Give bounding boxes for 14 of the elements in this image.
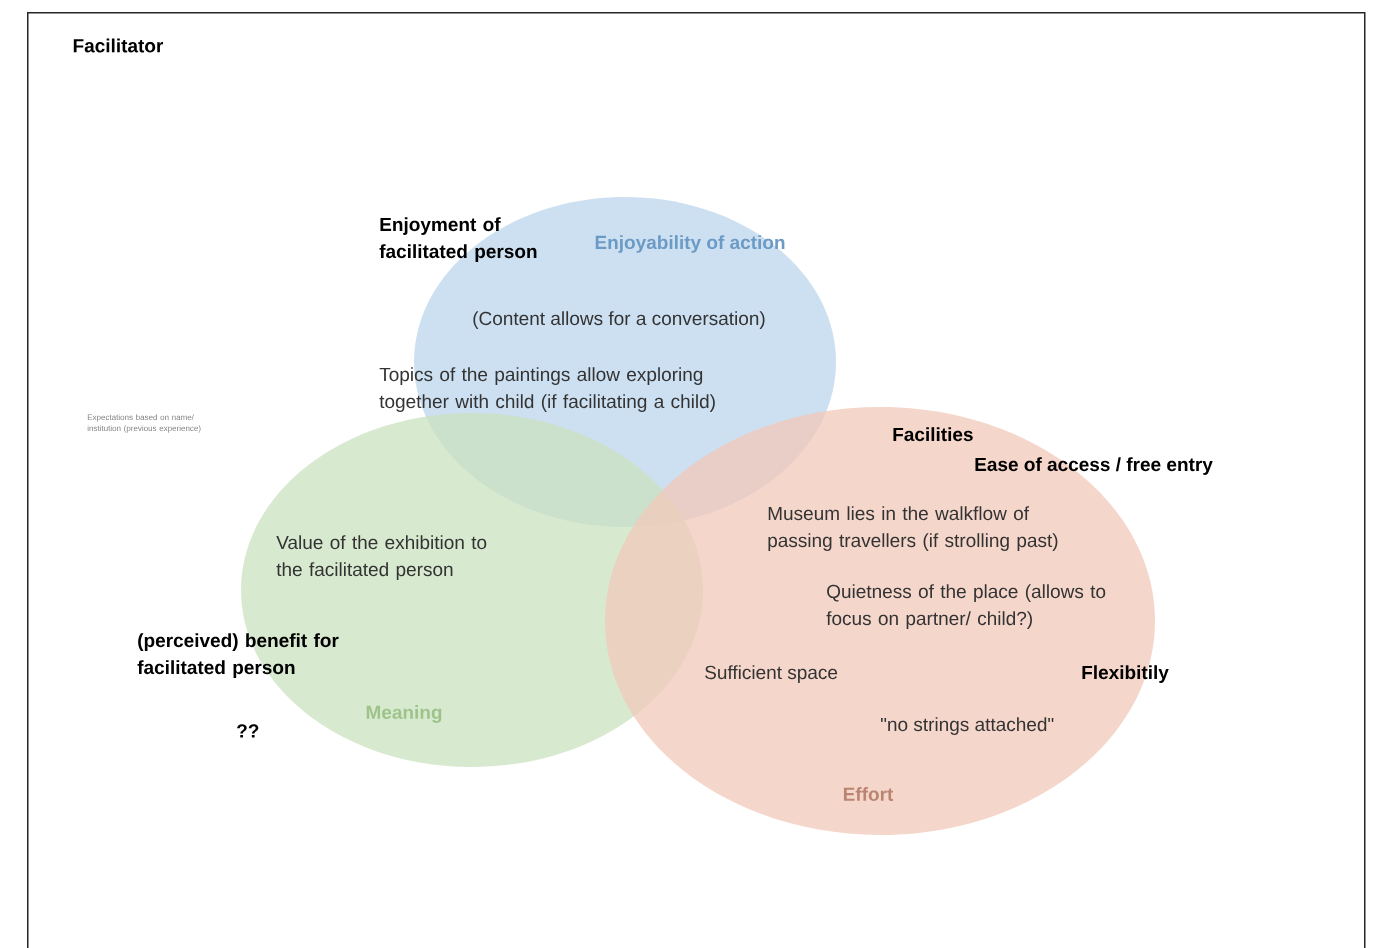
note-text: Flexibitily (1082, 665, 1169, 683)
note-text: Value of the exhibition to the facilitated person (276, 535, 487, 580)
note-text: Topics of the paintings allow exploring together with child (if facilitating a child) (379, 367, 715, 412)
note-text: "no strings attached" (881, 717, 1054, 735)
note-text: (Content allows for a conversation) (473, 311, 765, 329)
note-text: (perceived) benefit for facilitated person (137, 633, 339, 678)
note-text: Enjoyment of facilitated person (379, 217, 537, 262)
note-text: Quietness of the place (allows to focus on partner/ child?) (826, 584, 1106, 629)
note-text: ?? (237, 724, 259, 738)
note-text: Museum lies in the walkflow of passing travellers (if strolling past) (768, 506, 1058, 551)
note-text: Expectations based on name/ institution (previous experience) (87, 414, 201, 433)
note-text: Ease of access / free entry (975, 457, 1213, 475)
note-text: Sufficient space (705, 665, 838, 683)
note-text: Facilities (893, 427, 973, 442)
